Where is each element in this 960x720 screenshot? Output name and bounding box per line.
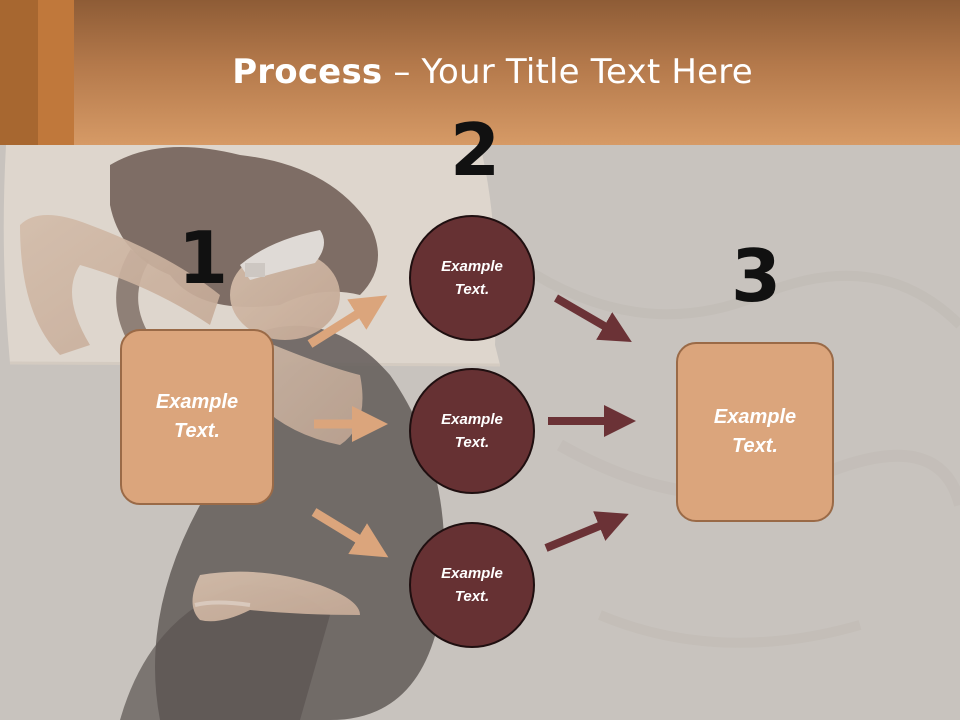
slide-title: Process – Your Title Text Here	[0, 52, 960, 92]
title-bar	[0, 0, 960, 145]
title-rest: – Your Title Text Here	[382, 52, 753, 92]
step-number-2: 2	[450, 108, 501, 192]
arrow-1-to-2-top	[307, 295, 388, 348]
step-number-3: 3	[731, 234, 782, 318]
step-3-box: Example Text.	[676, 342, 834, 522]
step-1-text: Example Text.	[155, 391, 239, 442]
arrow-2-to-3-top	[553, 294, 632, 343]
arrow-1-to-2-bottom	[311, 508, 389, 558]
header-accent-stripe	[0, 0, 38, 145]
step-3-text: Example Text.	[713, 406, 797, 457]
step-2-text-middle: Example Text.	[441, 411, 503, 451]
step-2-circle-top: Example Text.	[409, 215, 535, 341]
title-bold: Process	[232, 52, 383, 92]
header-accent-stripe	[38, 0, 74, 145]
step-2-text-top: Example Text.	[441, 258, 503, 298]
step-2-text-bottom: Example Text.	[441, 565, 503, 605]
arrow-2-to-3-bottom	[544, 511, 629, 552]
step-1-box: Example Text.	[120, 329, 274, 505]
step-2-circle-middle: Example Text.	[409, 368, 535, 494]
step-number-1: 1	[178, 216, 229, 300]
step-2-circle-bottom: Example Text.	[409, 522, 535, 648]
